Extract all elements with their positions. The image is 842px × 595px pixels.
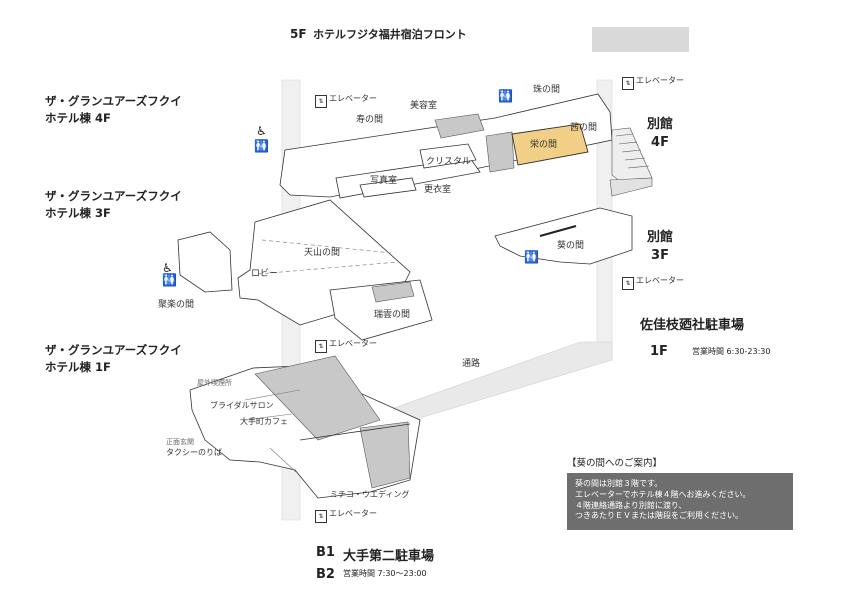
annex-stairs	[609, 127, 653, 197]
room-cafe: 大手町カフェ	[240, 417, 288, 426]
room-akane: 茜の間	[570, 123, 598, 133]
room-shashin: 写真室	[370, 176, 398, 186]
room-okugai: 屋外喫煙所	[197, 379, 232, 387]
notice-title: 【葵の間へのご案内】	[567, 458, 663, 469]
room-zuiun: 瑞雲の間	[374, 310, 411, 320]
zuiun-gray-block	[371, 281, 415, 303]
wheelchair-icon: ♿	[256, 124, 267, 138]
biyoushitsu-block	[434, 113, 485, 139]
elevator-main-1f: ⇅エレベーター	[315, 340, 377, 353]
parking-annex-floor: 1F	[650, 344, 668, 359]
room-lobby: ロビー	[251, 269, 279, 279]
elevator-icon: ⇅	[315, 340, 327, 353]
restroom-icon: 🚻	[524, 250, 539, 264]
notice-line: ４階連絡通路より別館に渡り、	[575, 500, 687, 510]
parking-b-name: 大手第二駐車場	[343, 549, 435, 564]
room-crystal: クリスタル	[426, 157, 472, 167]
restroom-icon: 🚻	[254, 139, 269, 153]
notice-line: つきあたりＥＶまたは階段をご利用ください。	[575, 511, 743, 521]
elevator-icon: ⇅	[315, 510, 327, 523]
notice-box: 葵の間は別館３階です。 エレベーターでホテル棟４階へお進みください。 ４階連絡通…	[567, 473, 793, 530]
annex-3f-floor	[494, 207, 633, 265]
elevator-annex-3f: ⇅エレベーター	[622, 277, 684, 290]
room-taxi: タクシーのりば	[166, 448, 222, 457]
notice-line: エレベーターでホテル棟４階へお進みください。	[575, 489, 751, 499]
room-kouishitsu: 更衣室	[424, 185, 452, 195]
room-michiko: ミチコ・ウエディング	[330, 490, 410, 499]
building-label-4f: ザ・グランユアーズフクイホテル棟 4F	[45, 94, 182, 125]
elevator-icon: ⇅	[622, 277, 634, 290]
elevator-main-4f: ⇅エレベーター	[315, 95, 377, 108]
room-aoi: 葵の間	[557, 241, 585, 251]
title-floor: 5F	[290, 27, 307, 41]
room-juraku: 聚楽の間	[158, 300, 195, 310]
main-4f-floor	[279, 93, 613, 199]
room-ei: 栄の間	[530, 140, 558, 150]
room-tama: 珠の間	[533, 85, 561, 95]
ei-room-highlight	[511, 123, 589, 166]
wheelchair-icon: ♿	[162, 261, 173, 275]
elevator-annex-4f: ⇅エレベーター	[622, 77, 684, 90]
title-text: ホテルフジタ福井宿泊フロント	[313, 28, 467, 41]
building-label-3f: ザ・グランユアーズフクイホテル棟 3F	[45, 189, 182, 220]
room-gray-block	[485, 131, 515, 173]
parking-b1: B1	[316, 545, 335, 560]
header-placeholder-box	[592, 27, 689, 52]
room-biyoushitsu: 美容室	[410, 101, 438, 111]
building-label-1f: ザ・グランユアーズフクイホテル棟 1F	[45, 343, 182, 374]
room-shomen: 正面玄関	[166, 438, 194, 446]
elevator-icon: ⇅	[315, 95, 327, 108]
main-3f-floor	[177, 199, 433, 341]
elevator-main-b: ⇅エレベーター	[315, 510, 377, 523]
parking-gray-block	[359, 421, 411, 489]
notice-line: 葵の間は別館３階です。	[575, 479, 663, 488]
restroom-icon: 🚻	[162, 273, 177, 287]
parking-annex-name: 佐佳枝廼社駐車場	[640, 318, 745, 333]
hall-gray-block	[254, 355, 381, 441]
room-tenzan: 天山の間	[304, 248, 341, 258]
parking-b2: B2	[316, 567, 335, 582]
restroom-icon: 🚻	[498, 89, 513, 103]
parking-b-hours: 営業時間 7:30〜23:00	[343, 569, 427, 578]
room-kotobuki: 寿の間	[356, 115, 384, 125]
elevator-icon: ⇅	[622, 77, 634, 90]
room-tsuro: 通路	[462, 359, 481, 369]
room-bridal: ブライダルサロン	[210, 401, 274, 410]
parking-annex-hours: 営業時間 6:30-23:30	[692, 347, 771, 356]
